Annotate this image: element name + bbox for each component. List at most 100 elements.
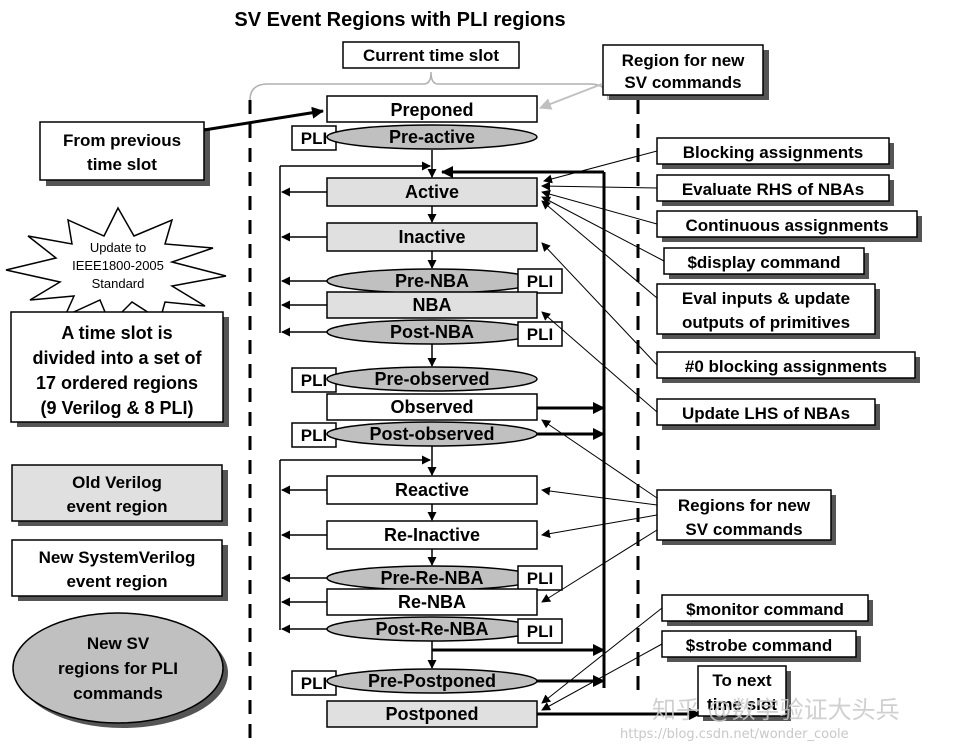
legend-new-line2: event region [66, 572, 167, 591]
label-blocking-assignments: Blocking assignments [656, 137, 894, 169]
pli-tag [517, 268, 563, 294]
region-pre-active: PLI Pre-active [291, 124, 538, 151]
connector-arrow [541, 311, 658, 413]
region-post-observed-label: Post-observed [369, 424, 494, 444]
connector-arrow [541, 643, 663, 711]
pli-tag [517, 321, 563, 347]
label-eval-inputs: Eval inputs & update outputs of primitiv… [656, 283, 880, 339]
update-starburst: Update to IEEE1800-2005 Standard [5, 206, 227, 326]
label-regions-new-sv-line1: Regions for new [678, 496, 811, 515]
lower-loop-bracket [279, 455, 431, 634]
connector-arrow [541, 529, 658, 603]
from-previous-line1: From previous [63, 131, 181, 150]
time-slot-desc-line4: (9 Verilog & 8 PLI) [40, 398, 193, 418]
region-preponed: Preponed [326, 95, 538, 123]
time-slot-desc-line3: 17 ordered regions [36, 373, 198, 393]
connector-arrow [541, 181, 658, 191]
current-time-slot-label: Current time slot [363, 46, 499, 65]
region-pre-postponed: PLI Pre-Postponed [291, 668, 538, 696]
region-nba: NBA [326, 291, 538, 319]
region-postponed: Postponed [326, 700, 538, 728]
legend-pli-regions: New SV regions for PLI commands [12, 612, 228, 728]
region-pre-nba: Pre-NBA PLI [326, 268, 563, 294]
connector-arrow [541, 196, 665, 262]
pli-tag-label: PLI [301, 426, 327, 445]
from-previous-callout: From previous time slot [39, 121, 210, 186]
legend-new-line1: New SystemVerilog [39, 548, 196, 567]
label-regions-new-sv-line2: SV commands [685, 520, 802, 539]
legend-pli-line2: regions for PLI [58, 659, 178, 678]
legend-old-line2: event region [66, 497, 167, 516]
label-blocking-text: Blocking assignments [683, 143, 863, 162]
connector-arrow [541, 607, 663, 704]
label-eval-inputs-line2: outputs of primitives [682, 313, 850, 332]
label-eval-inputs-line1: Eval inputs & update [682, 289, 850, 308]
pli-tag-label: PLI [527, 569, 553, 588]
region-post-re-nba: Post-Re-NBA PLI [326, 616, 563, 644]
region-pre-nba-label: Pre-NBA [395, 271, 469, 291]
connector-arrow [541, 419, 658, 499]
legend-old-line1: Old Verilog [72, 473, 162, 492]
region-observed-label: Observed [390, 397, 473, 417]
upper-loop-bracket [279, 161, 431, 337]
label-connectors [541, 150, 665, 711]
current-time-slot-box: Current time slot [342, 41, 520, 69]
region-observed: Observed [326, 393, 538, 421]
pli-tag-label: PLI [301, 371, 327, 390]
region-post-nba: Post-NBA PLI [326, 319, 563, 347]
region-new-sv-callout: Region for new SV commands [602, 44, 769, 100]
pli-tag [517, 618, 563, 644]
connector-arrow [541, 200, 658, 299]
label-zero-blocking-text: #0 blocking assignments [685, 357, 887, 376]
label-zero-blocking: #0 blocking assignments [656, 351, 920, 383]
watermark-zh: 知乎 @数字验证大头兵 [652, 696, 900, 724]
region-inactive-label: Inactive [398, 227, 465, 247]
pli-tag-label: PLI [301, 674, 327, 693]
time-slot-desc-line2: divided into a set of [32, 348, 202, 368]
label-display-text: $display command [687, 253, 840, 272]
label-eval-rhs-text: Evaluate RHS of NBAs [682, 180, 864, 199]
region-pre-re-nba-label: Pre-Re-NBA [380, 568, 483, 588]
starburst-line2: IEEE1800-2005 [72, 258, 164, 273]
label-next-slot-line1: To next [712, 671, 772, 690]
region-pre-active-label: Pre-active [389, 127, 475, 147]
region-pre-re-nba: Pre-Re-NBA PLI [326, 565, 563, 591]
region-active-label: Active [405, 182, 459, 202]
label-strobe-text: $strobe command [686, 636, 832, 655]
region-re-nba: Re-NBA [326, 588, 538, 616]
region-pre-observed-label: Pre-observed [374, 369, 489, 389]
region-nba-label: NBA [413, 295, 452, 315]
time-slot-description: A time slot is divided into a set of 17 … [10, 311, 229, 427]
label-continuous-assignments: Continuous assignments [656, 210, 922, 242]
label-update-lhs: Update LHS of NBAs [656, 398, 880, 430]
region-new-sv-line1: Region for new [622, 51, 746, 70]
region-preponed-label: Preponed [390, 100, 473, 120]
connector-arrow [543, 150, 658, 184]
region-reactive: Reactive [326, 475, 538, 505]
legend-pli-line3: commands [73, 684, 163, 703]
region-inactive: Inactive [326, 222, 538, 252]
legend-old-verilog: Old Verilog event region [11, 464, 228, 526]
region-pre-postponed-label: Pre-Postponed [368, 671, 496, 691]
starburst-line1: Update to [90, 240, 146, 255]
label-to-next-slot: To next time slot [697, 665, 791, 721]
legend-pli-line1: New SV [87, 634, 150, 653]
legend-new-systemverilog: New SystemVerilog event region [11, 539, 228, 601]
pli-tag-label: PLI [527, 272, 553, 291]
label-regions-new-sv: Regions for new SV commands [656, 489, 836, 545]
region-pre-observed: PLI Pre-observed [291, 366, 538, 393]
region-active: Active [326, 177, 538, 207]
watermark-url: https://blog.csdn.net/wonder_coole [620, 727, 849, 742]
connector-arrow [541, 486, 658, 506]
region-re-inactive-label: Re-Inactive [384, 525, 480, 545]
label-continuous-text: Continuous assignments [685, 216, 888, 235]
region-post-re-nba-label: Post-Re-NBA [375, 619, 488, 639]
region-post-nba-label: Post-NBA [390, 322, 474, 342]
pli-tag-label: PLI [527, 622, 553, 641]
region-re-inactive: Re-Inactive [326, 520, 538, 550]
region-re-nba-label: Re-NBA [398, 592, 466, 612]
from-previous-line2: time slot [87, 155, 157, 174]
diagram-title: SV Event Regions with PLI regions [234, 9, 565, 31]
label-monitor-text: $monitor command [686, 600, 844, 619]
